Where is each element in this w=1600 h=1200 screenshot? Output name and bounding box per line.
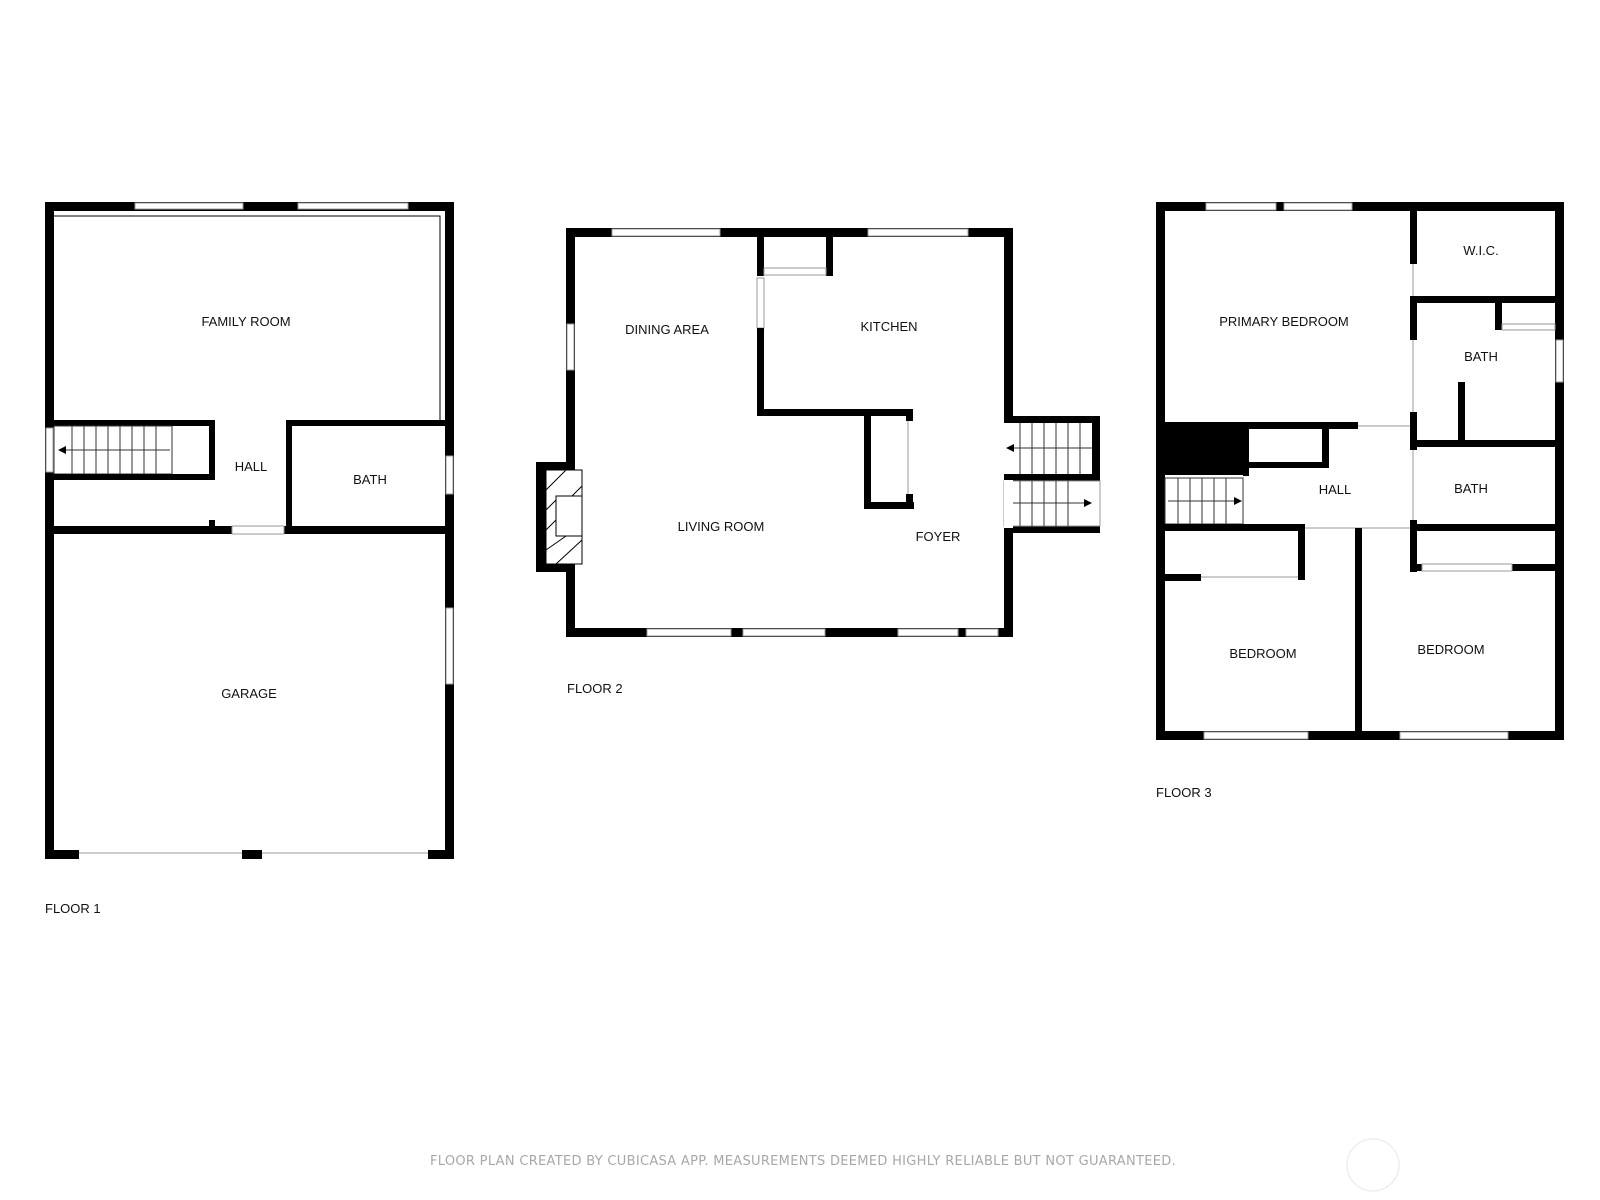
wall [864, 409, 871, 509]
room-label-wic: W.I.C. [1463, 243, 1498, 258]
stairs [1006, 423, 1092, 526]
wall [45, 420, 215, 426]
window [1203, 731, 1309, 740]
floor-label-2: FLOOR 2 [567, 681, 623, 696]
wall [45, 202, 454, 211]
disclaimer-text: FLOOR PLAN CREATED BY CUBICASA APP. MEAS… [430, 1154, 1176, 1169]
room-label-bath: BATH [353, 472, 387, 487]
wall [906, 494, 913, 509]
wall [1004, 526, 1100, 533]
room-label-hall: HALL [1319, 482, 1352, 497]
wall [566, 228, 1013, 237]
window [1399, 731, 1509, 740]
floor-label-3: FLOOR 3 [1156, 785, 1212, 800]
door [231, 525, 285, 535]
wall [1410, 202, 1417, 264]
wall [757, 409, 913, 416]
wall [286, 420, 454, 426]
wall [1092, 416, 1100, 478]
window [1283, 202, 1353, 211]
window [45, 427, 54, 473]
wall [45, 850, 79, 859]
wall [209, 420, 215, 480]
wall [1410, 520, 1417, 572]
window [867, 228, 969, 237]
wall [1165, 574, 1201, 581]
wall [1410, 412, 1417, 442]
wall [757, 228, 764, 276]
window [134, 202, 244, 210]
window [1501, 323, 1556, 331]
wall [1156, 202, 1165, 740]
wall [209, 520, 215, 534]
floor-3-plan: PRIMARY BEDROOM W.I.C. BATH HALL BATH BE… [1156, 202, 1564, 800]
wall [1355, 528, 1362, 740]
wall [1410, 296, 1417, 340]
wall [1322, 429, 1329, 465]
window [445, 607, 454, 685]
wall [54, 474, 215, 480]
wall [1165, 429, 1249, 475]
floor-label-1: FLOOR 1 [45, 901, 101, 916]
window [1205, 202, 1277, 211]
window [742, 628, 826, 637]
wall [1156, 524, 1304, 531]
wall [1410, 524, 1564, 531]
wall [864, 502, 914, 509]
door [1421, 563, 1513, 572]
room-label-bath-lower: BATH [1454, 481, 1488, 496]
room-label-bath-upper: BATH [1464, 349, 1498, 364]
wall [284, 526, 454, 534]
stairs [1168, 478, 1242, 524]
wall [428, 850, 454, 859]
room-label-primary-bedroom: PRIMARY BEDROOM [1219, 314, 1349, 329]
room-label-garage: GARAGE [221, 686, 277, 701]
wall [1156, 202, 1564, 211]
room-label-kitchen: KITCHEN [860, 319, 917, 334]
wall [45, 526, 232, 534]
room-label-foyer: FOYER [916, 529, 961, 544]
wall [757, 328, 764, 416]
floor-2-plan: DINING AREA KITCHEN LIVING ROOM FOYER FL… [536, 228, 1101, 696]
window [763, 267, 827, 276]
window [566, 323, 575, 371]
room-label-hall: HALL [235, 459, 268, 474]
window [297, 202, 409, 210]
wall [1156, 422, 1358, 429]
room-label-dining-area: DINING AREA [625, 322, 709, 337]
wall [1249, 462, 1329, 468]
wall [906, 409, 913, 421]
wall [1495, 296, 1502, 330]
stairs [58, 426, 170, 474]
floor-1-plan: FAMILY ROOM HALL BATH GARAGE FLOOR 1 [45, 202, 454, 916]
wall [1458, 382, 1465, 442]
door [897, 628, 959, 637]
wall [826, 228, 833, 276]
room-label-living-room: LIVING ROOM [678, 519, 765, 534]
room-label-bedroom-right: BEDROOM [1417, 642, 1484, 657]
wall [1004, 474, 1100, 481]
wall [1410, 440, 1564, 447]
wall [566, 228, 575, 637]
room-label-bedroom-left: BEDROOM [1229, 646, 1296, 661]
wall [286, 420, 292, 532]
wall [1243, 462, 1249, 476]
wall [1410, 296, 1564, 303]
compass-icon [1346, 1138, 1400, 1192]
wall [242, 850, 262, 859]
window [445, 455, 454, 495]
door [756, 277, 765, 329]
window [611, 228, 721, 237]
wall [1298, 524, 1305, 580]
wall [1555, 202, 1564, 740]
fireplace [536, 462, 583, 572]
wall [1004, 416, 1100, 423]
room-label-family-room: FAMILY ROOM [201, 314, 290, 329]
window [1555, 339, 1564, 383]
window [965, 628, 999, 637]
window [646, 628, 732, 637]
